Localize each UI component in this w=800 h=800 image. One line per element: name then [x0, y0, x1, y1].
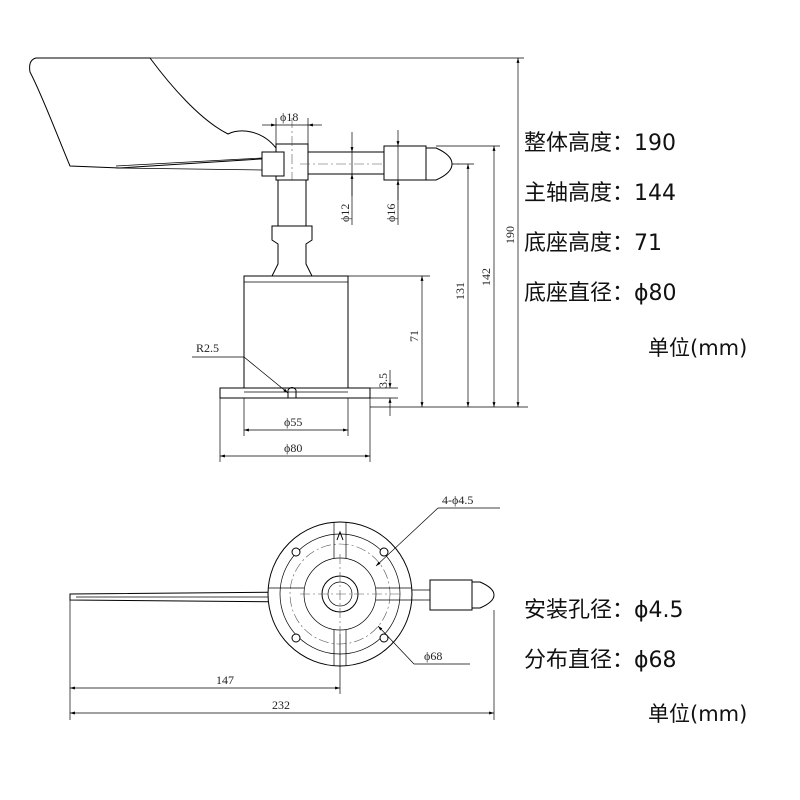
spec-label: 主轴高度： — [524, 181, 635, 206]
spec-value: 190 — [634, 131, 677, 156]
dim-base-outer-diameter: ϕ80 — [284, 441, 302, 455]
spec-label: 整体高度： — [524, 131, 635, 156]
mount-slot — [287, 387, 297, 398]
spec-value: 144 — [634, 181, 677, 206]
counterweight-top — [429, 579, 473, 611]
tail-fin — [29, 57, 277, 169]
spec-shaft-height: 主轴高度：144 — [524, 175, 676, 207]
side-view: ϕ18 ϕ12 ϕ16 R2.5 ϕ55 ϕ80 3.5 — [29, 57, 528, 462]
dim-hole-pattern: 4-ϕ4.5 — [442, 493, 473, 507]
spec-value: 71 — [634, 231, 663, 256]
base-body — [243, 275, 349, 389]
shaft-collar — [271, 225, 313, 277]
spec-label: 底座直径： — [524, 281, 635, 306]
spec-hole-diameter: 安装孔径：ϕ4.5 — [524, 592, 684, 624]
dim-circle-diameter: ϕ68 — [424, 649, 442, 663]
counterweight-tip — [425, 147, 453, 181]
spec-value: ϕ68 — [634, 648, 677, 673]
spec-total-height: 整体高度：190 — [524, 125, 676, 157]
unit-label-top: 单位(mm) — [648, 702, 748, 726]
dim-shaft-diameter: ϕ18 — [280, 110, 298, 124]
spec-value: ϕ80 — [634, 281, 677, 306]
dim-base-height: 71 — [407, 330, 421, 342]
dim-height-131: 131 — [453, 282, 467, 300]
mount-hole — [379, 547, 389, 557]
horizontal-rod — [307, 151, 387, 175]
spec-label: 安装孔径： — [524, 598, 635, 623]
spec-base-height: 底座高度：71 — [524, 225, 662, 257]
shaft-neck — [277, 179, 307, 227]
dim-length-147: 147 — [216, 673, 234, 687]
spec-base-diameter: 底座直径：ϕ80 — [524, 275, 677, 307]
dim-height-142: 142 — [479, 268, 493, 286]
mount-hole — [379, 633, 389, 643]
spec-label: 底座高度： — [524, 231, 635, 256]
unit-label-side: 单位(mm) — [648, 336, 748, 360]
hub — [261, 151, 285, 177]
dim-total-height: 190 — [503, 226, 517, 244]
spec-label: 分布直径： — [524, 648, 635, 673]
top-view: 4-ϕ4.5 ϕ68 147 232 — [69, 493, 500, 720]
counterweight-tip-top — [471, 581, 495, 609]
dim-length-232: 232 — [272, 698, 290, 712]
mount-hole — [291, 547, 301, 557]
dim-rod-diameter: ϕ12 — [338, 204, 352, 222]
spec-value: ϕ4.5 — [634, 598, 684, 623]
dim-base-thickness: 3.5 — [376, 373, 390, 388]
tail-rod — [115, 157, 263, 171]
dim-weight-diameter: ϕ16 — [384, 204, 398, 222]
mount-hole — [291, 633, 301, 643]
dim-base-inner-diameter: ϕ55 — [284, 415, 302, 429]
base-flange — [219, 387, 371, 399]
spec-distribution-diameter: 分布直径：ϕ68 — [524, 642, 677, 674]
counterweight — [383, 145, 427, 181]
dim-radius: R2.5 — [196, 341, 219, 355]
